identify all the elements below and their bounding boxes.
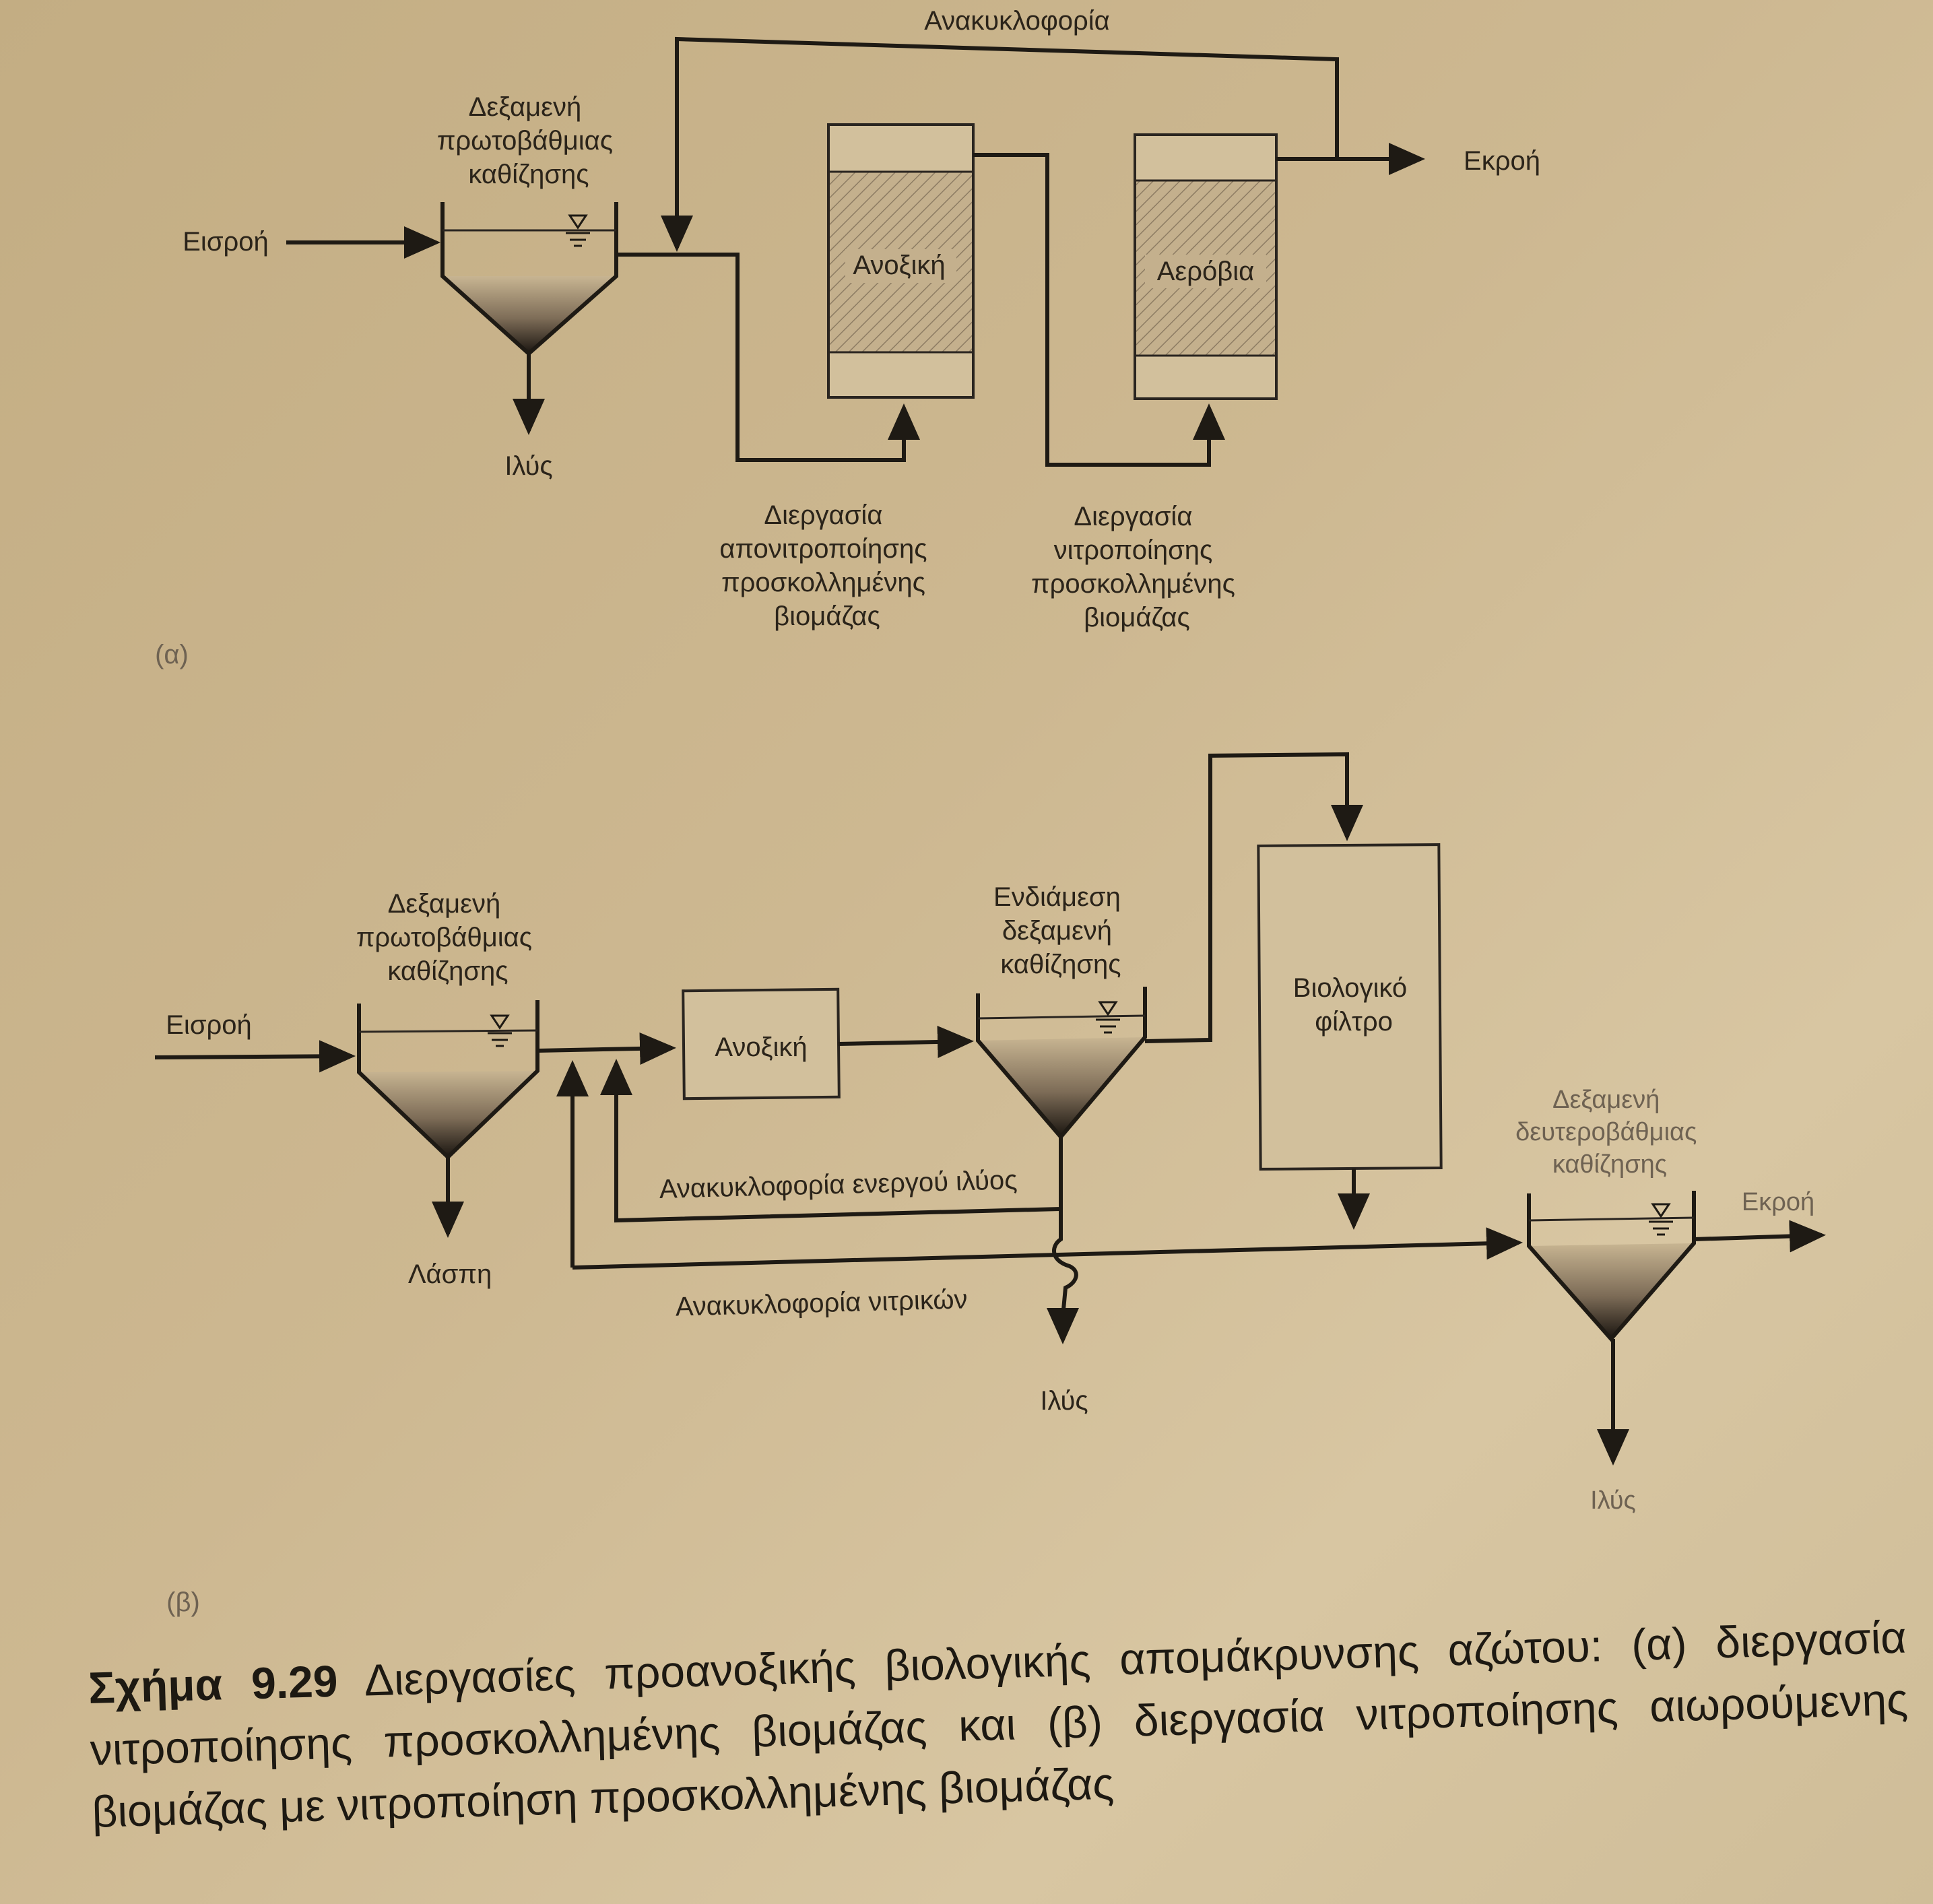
b-secondary-tank-label: Δεξαμενή δευτεροβάθμιας καθίζησης [1515, 1086, 1704, 1179]
b-flow-to-biofilter [1144, 752, 1363, 1043]
b-biological-filter: Βιολογικό φίλτρο [1257, 843, 1443, 1171]
b-influent-arrow [154, 1040, 356, 1073]
b-flow-to-intermediate [838, 1025, 974, 1058]
b-intermediate-tank-label: Ενδιάμεση δεξαμενή καθίζησης [993, 882, 1128, 979]
part-b: Δεξαμενή πρωτοβάθμιας καθίζησης Εισροή Λ… [154, 752, 1826, 1617]
a-anoxic-label: Ανοξική [853, 251, 945, 280]
b-anoxic-reactor: Ανοξική [682, 987, 841, 1101]
water-level-icon [566, 214, 590, 247]
a-primary-tank [440, 202, 618, 357]
a-influent-label: Εισροή [183, 227, 269, 257]
b-sludge-secondary-label: Ιλύς [1590, 1486, 1636, 1515]
b-secondary-tank [1527, 1191, 1696, 1342]
b-effluent-label: Εκροή [1742, 1188, 1814, 1216]
figure-number: Σχήμα 9.29 [88, 1655, 339, 1713]
a-part-tag: (α) [155, 640, 189, 669]
b-nitrate-recycle-label: Ανακυκλοφορία νιτρικών [675, 1284, 968, 1321]
a-sludge-label: Ιλύς [504, 451, 552, 481]
b-ras-line [600, 1059, 1063, 1223]
b-anoxic-label: Ανοξική [715, 1032, 807, 1062]
water-level-icon [488, 1014, 512, 1047]
a-primary-tank-label: Δεξαμενή πρωτοβάθμιας καθίζησης [437, 92, 620, 189]
b-flow-to-secondary [572, 1227, 1523, 1270]
b-sludge-mid-label: Ιλύς [1040, 1386, 1088, 1416]
part-a: Ανακυκλοφορία Δεξαμενή πρωτοβάθμιας καθί… [155, 6, 1540, 669]
a-denitrification-label: Διεργασία απονιτροποίησης προσκολλημένης… [719, 500, 934, 631]
water-level-icon [1096, 1001, 1120, 1034]
b-influent-label: Εισροή [166, 1010, 252, 1040]
a-flow-to-anoxic [616, 253, 920, 462]
a-recirculation-label: Ανακυκλοφορία [924, 6, 1110, 36]
b-effluent-arrow [1693, 1220, 1826, 1253]
b-biofilter-label: Βιολογικό φίλτρο [1293, 973, 1414, 1037]
water-level-icon [1649, 1203, 1673, 1236]
a-effluent-label: Εκροή [1464, 146, 1540, 176]
b-primary-tank [357, 1000, 539, 1160]
b-intermediate-tank [976, 987, 1147, 1140]
b-sludge-primary-label: Λάσπη [408, 1259, 492, 1289]
b-ras-label: Ανακυκλοφορία ενεργού ιλύος [659, 1165, 1018, 1204]
a-recirculation-line [661, 36, 1339, 252]
b-primary-tank-label: Δεξαμενή πρωτοβάθμιας καθίζησης [356, 889, 539, 986]
b-part-tag: (β) [166, 1587, 200, 1617]
b-flow-to-anoxic [537, 1032, 676, 1065]
a-aerobic-label: Αερόβια [1157, 257, 1255, 286]
a-aerobic-reactor: Αερόβια [1134, 133, 1278, 400]
a-flow-to-aerobic [973, 153, 1225, 467]
a-anoxic-reactor: Ανοξική [827, 123, 975, 399]
b-sludge-mid-arrow [1047, 1209, 1079, 1344]
a-nitrification-label: Διεργασία νιτροποίησης προσκολλημένης βι… [1031, 502, 1243, 632]
